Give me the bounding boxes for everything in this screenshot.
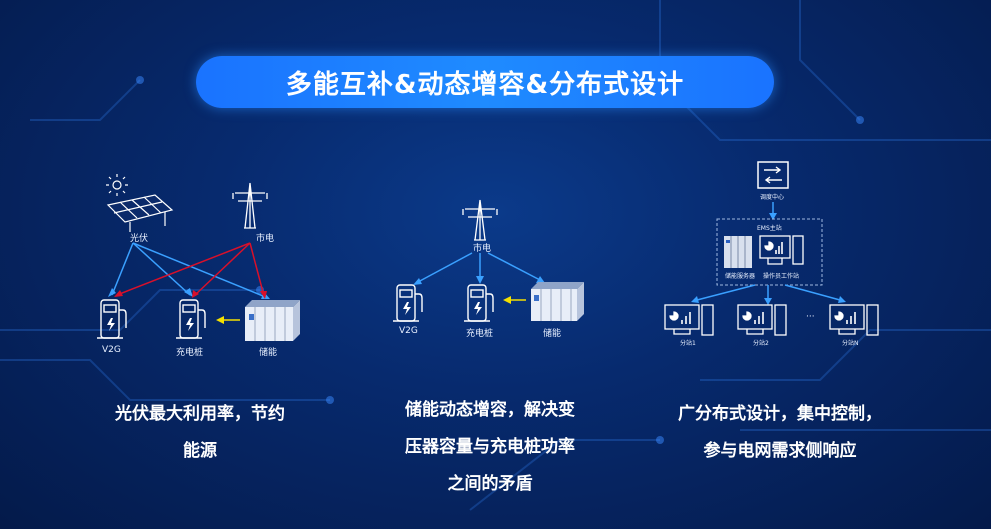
ems-box [716,218,823,286]
left-caption-line2: 能源 [183,441,217,461]
middle-v2g-label: V2G [399,326,418,336]
right-caption: 广分布式设计，集中控制， 参与电网需求侧响应 [650,396,910,470]
sun-icon [106,174,128,196]
middle-caption: 储能动态增容，解决变 压器容量与充电桩功率 之间的矛盾 [370,392,610,503]
left-grid-label: 市电 [256,234,275,244]
power-tower-icon [462,199,498,241]
storage-cabinet-icon [245,300,300,341]
server-rack-icon [724,236,752,268]
discharge-arrow-icon [216,316,240,324]
charger-icon [176,299,206,339]
left-caption-line1: 光伏最大利用率，节约 [115,404,285,424]
grid-flow-lines [116,242,265,297]
left-caption: 光伏最大利用率，节约 能源 [80,396,320,470]
v2g-charger-icon [97,299,127,339]
station-ellipsis: ··· [806,312,815,322]
left-storage-label: 储能 [259,348,278,358]
pv-label: 光伏 [130,234,149,244]
charger-icon [464,284,494,322]
dispatch-center-icon [757,161,789,189]
solar-panel-icon [106,194,174,232]
middle-storage-label: 储能 [543,329,562,339]
station1-label: 分站1 [680,340,696,347]
power-tower-icon [232,182,268,229]
stationN-icon [829,304,879,336]
left-v2g-label: V2G [102,345,121,355]
middle-caption-line2: 压器容量与充电桩功率 [405,437,575,457]
ems-label: EMS主站 [757,225,782,232]
workstation-label: 操作员工作站 [763,273,800,280]
storage-cabinet-icon [531,282,584,321]
workstation-icon [759,235,804,265]
page-title: 多能互补&动态增容&分布式设计 [196,56,774,108]
discharge-arrow-icon [503,296,526,304]
dispatch-label: 调度中心 [760,194,785,201]
pv-flow-lines [111,242,269,299]
v2g-charger-icon [393,284,423,322]
stationN-label: 分站N [842,340,859,347]
right-caption-line1: 广分布式设计，集中控制， [678,404,882,424]
middle-caption-line3: 之间的矛盾 [447,474,533,494]
right-caption-line2: 参与电网需求侧响应 [703,441,857,461]
station2-label: 分站2 [753,340,769,347]
middle-charger-label: 充电桩 [466,329,494,339]
server-label: 储能服务器 [725,273,756,280]
station1-icon [664,304,714,336]
station2-icon [737,304,787,336]
left-charger-label: 充电桩 [176,348,204,358]
station-flow-lines [696,284,841,301]
middle-grid-label: 市电 [473,244,492,254]
grid-flow-lines [417,252,541,283]
middle-caption-line1: 储能动态增容，解决变 [405,400,575,420]
